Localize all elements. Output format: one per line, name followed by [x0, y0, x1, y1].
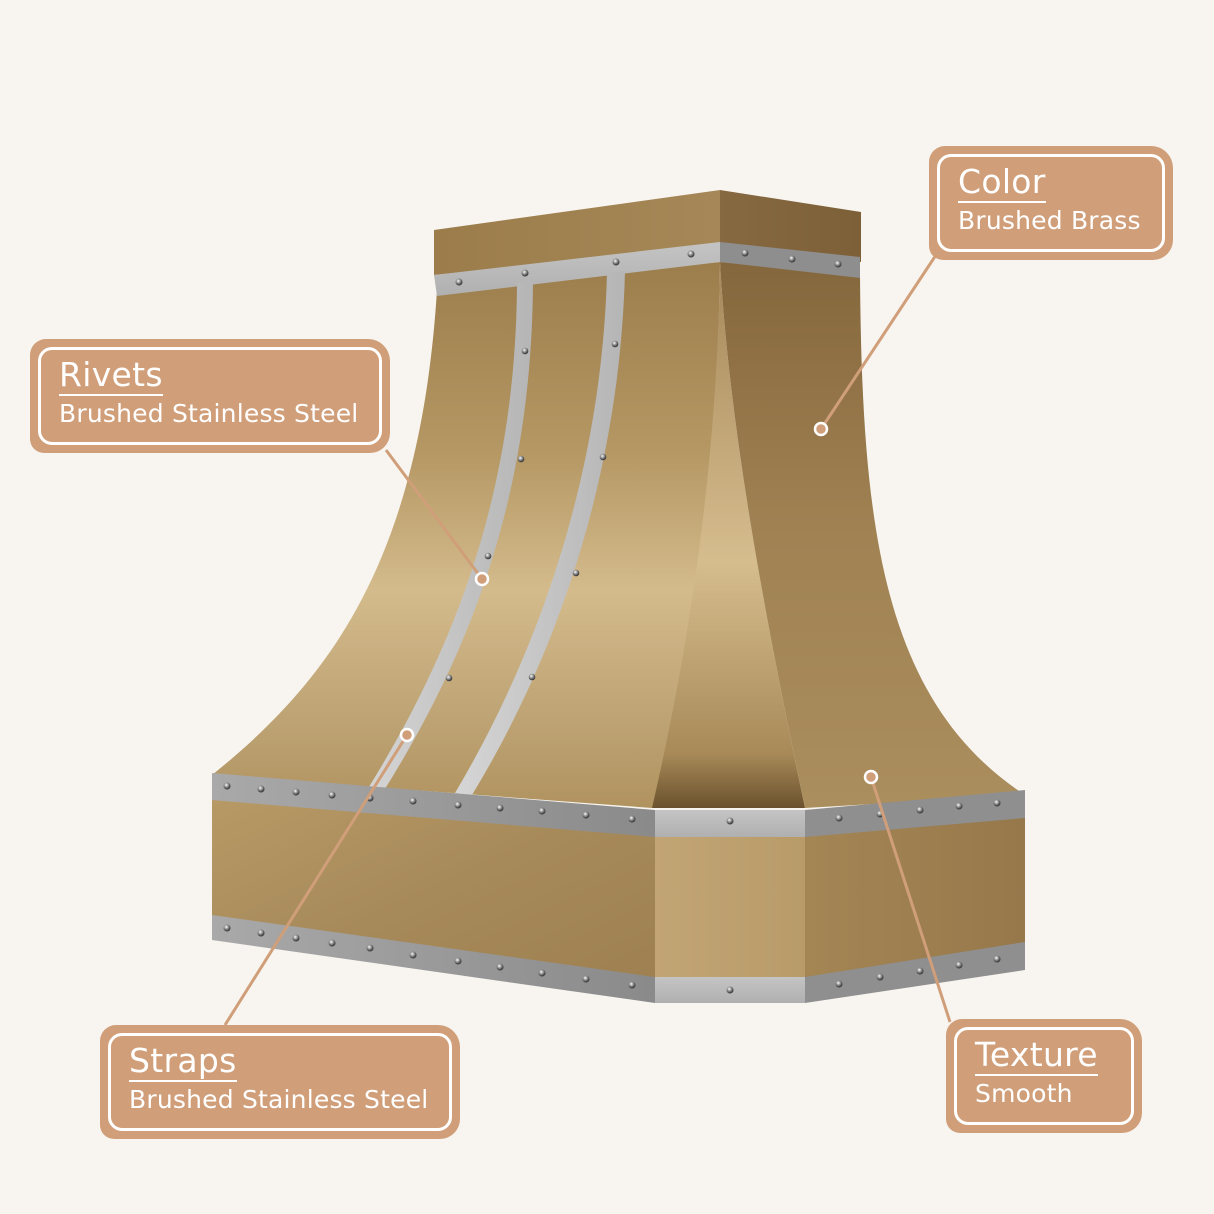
- stainless-straps: [362, 271, 625, 800]
- leader-lines: [223, 254, 952, 1026]
- callout-rivets-value: Brushed Stainless Steel: [59, 399, 359, 428]
- upper-base-band: [212, 773, 1025, 837]
- callout-straps-frame: Straps Brushed Stainless Steel: [108, 1033, 452, 1131]
- anchor-dots: [399, 421, 879, 785]
- callout-texture-frame: Texture Smooth: [954, 1027, 1134, 1125]
- callout-straps: Straps Brushed Stainless Steel: [100, 1025, 460, 1139]
- lower-base-band: [212, 915, 1025, 1003]
- chimney-cap: [434, 190, 861, 275]
- anchor-dot-straps: [399, 727, 415, 743]
- callout-rivets-frame: Rivets Brushed Stainless Steel: [38, 347, 382, 445]
- leader-texture: [869, 776, 952, 1023]
- callout-texture: Texture Smooth: [946, 1019, 1142, 1133]
- callout-rivets-title: Rivets: [59, 355, 163, 396]
- callout-texture-value: Smooth: [975, 1079, 1073, 1108]
- callout-rivets: Rivets Brushed Stainless Steel: [30, 339, 390, 453]
- leader-rivets: [384, 449, 484, 580]
- callout-color-frame: Color Brushed Brass: [937, 154, 1165, 252]
- callout-texture-title: Texture: [975, 1035, 1098, 1076]
- leader-straps: [223, 734, 409, 1026]
- top-steel-band: [434, 242, 860, 296]
- anchor-dot-rivets: [474, 571, 490, 587]
- callout-straps-title: Straps: [129, 1041, 237, 1082]
- leader-color: [819, 254, 938, 430]
- hood-body: [212, 262, 1025, 808]
- anchor-dot-texture: [863, 769, 879, 785]
- callout-color: Color Brushed Brass: [929, 146, 1173, 260]
- callout-straps-value: Brushed Stainless Steel: [129, 1085, 429, 1114]
- callout-color-value: Brushed Brass: [958, 206, 1141, 235]
- callout-color-title: Color: [958, 162, 1046, 203]
- anchor-dot-color: [813, 421, 829, 437]
